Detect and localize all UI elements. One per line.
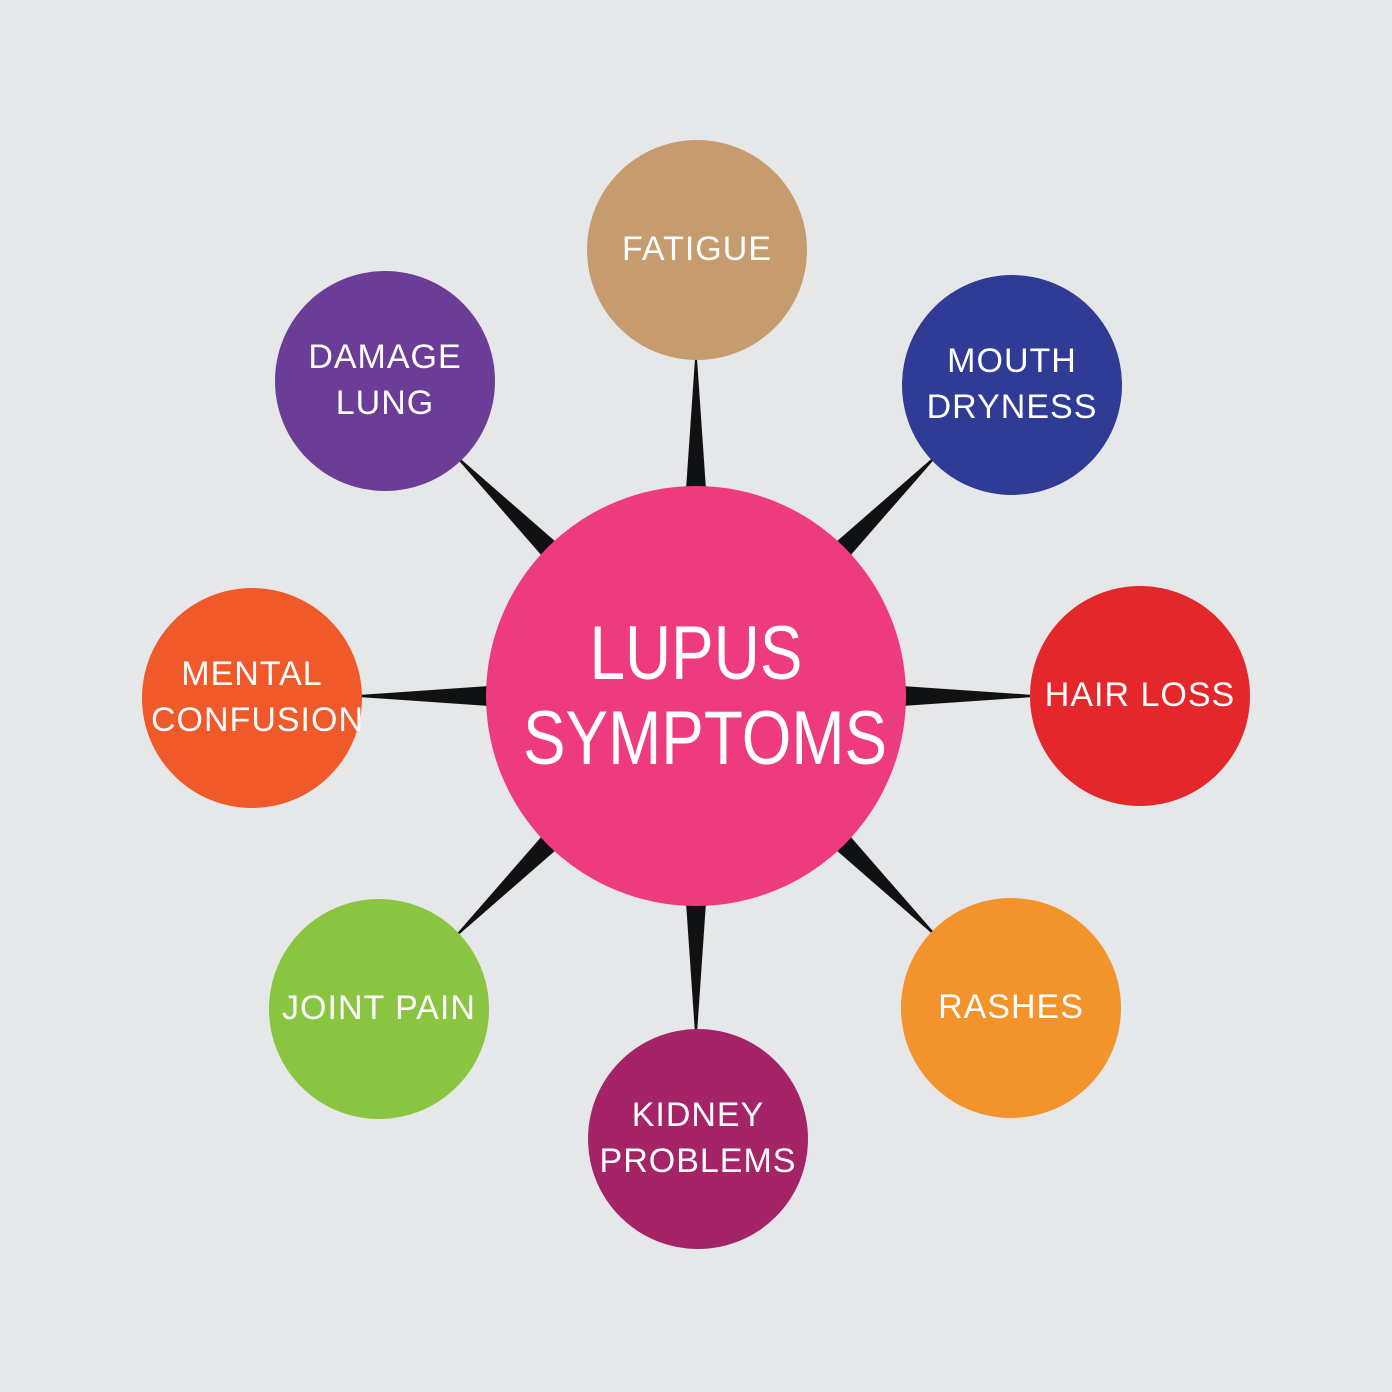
node-hair-loss: HAIR LOSS	[1030, 586, 1250, 806]
node-joint-pain-label: JOINT PAIN	[282, 989, 476, 1028]
hub-label: LUPUS SYMPTOMS	[522, 610, 888, 781]
node-rashes-label: RASHES	[938, 988, 1084, 1027]
spoke	[344, 683, 526, 709]
node-damage-lung-label: DAMAGE LUNG	[308, 338, 462, 422]
node-mouth-dryness: MOUTH DRYNESS	[902, 275, 1122, 495]
node-kidney-problems-label: KIDNEY PROBLEMS	[599, 1096, 797, 1180]
node-rashes: RASHES	[901, 898, 1121, 1118]
node-mental-confusion: MENTAL CONFUSION	[142, 588, 364, 808]
node-mental-confusion-label: MENTAL CONFUSION	[151, 655, 364, 739]
hub-lupus-symptoms: LUPUS SYMPTOMS	[486, 486, 906, 906]
node-joint-pain: JOINT PAIN	[269, 899, 489, 1119]
node-kidney-problems: KIDNEY PROBLEMS	[588, 1029, 808, 1249]
spoke	[683, 344, 709, 526]
spoke	[866, 683, 1048, 709]
node-mouth-dryness-label: MOUTH DRYNESS	[926, 342, 1098, 426]
node-fatigue-label: FATIGUE	[622, 230, 772, 269]
node-damage-lung: DAMAGE LUNG	[275, 271, 495, 491]
node-hair-loss-label: HAIR LOSS	[1044, 676, 1236, 715]
spoke	[683, 866, 709, 1048]
node-fatigue: FATIGUE	[587, 140, 807, 360]
